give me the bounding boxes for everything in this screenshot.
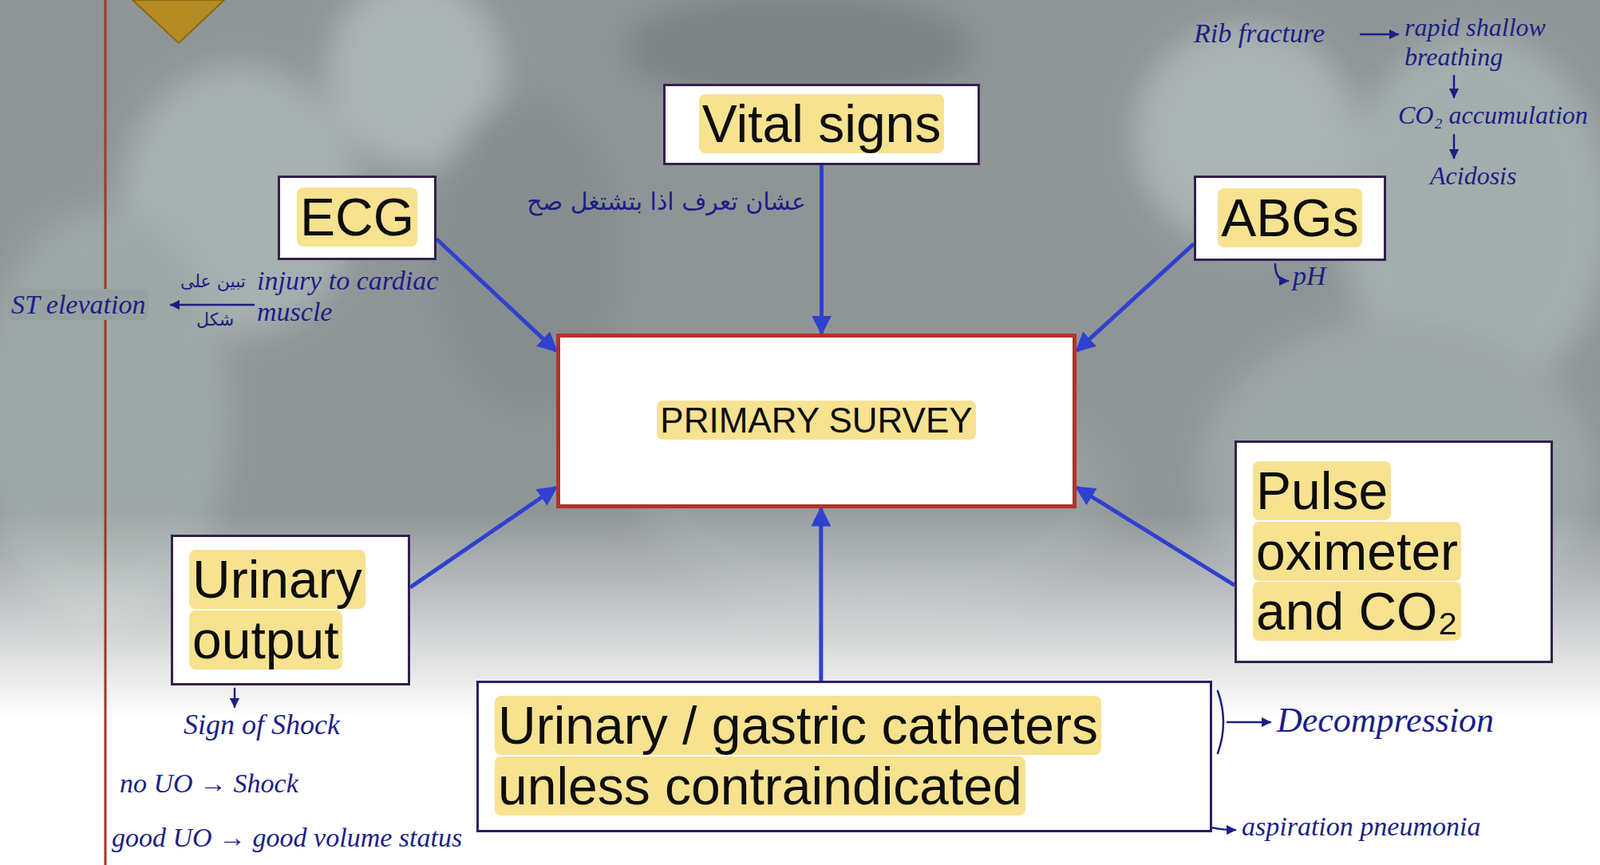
handwritten-note: Rib fracture: [1193, 17, 1325, 49]
text-line-box: Vital signs: [699, 94, 945, 155]
node-text: ECG: [296, 187, 418, 247]
connector-arrow: [819, 165, 824, 334]
handwritten-note: شكل: [196, 309, 234, 330]
connector-arrow: [410, 487, 557, 588]
process-box: ABGs: [1193, 175, 1387, 261]
note-bracket: [1217, 691, 1224, 754]
process-box: Vital signs: [663, 83, 980, 166]
note-arrow: [233, 688, 237, 708]
connector-arrow: [436, 239, 557, 352]
note-arrow: [1453, 134, 1456, 159]
gold-corner-mark: [132, 0, 225, 44]
main-box: PRIMARY SURVEY: [556, 333, 1077, 509]
node-text: Urinary / gastric catheters unless contr…: [494, 695, 1102, 816]
note-arrow: [1275, 264, 1288, 281]
node-text: PRIMARY SURVEY: [656, 400, 976, 440]
connector-arrow: [1076, 244, 1194, 352]
node-text: Pulse oximeter and CO₂: [1252, 461, 1462, 642]
note-arrow: [1360, 33, 1399, 36]
handwritten-note: عشان تعرف اذا بتشتغل صح: [526, 188, 806, 217]
process-box: Urinary / gastric catheters unless contr…: [476, 680, 1213, 833]
handwritten-note: Sign of Shock: [183, 708, 340, 742]
node-text: Vital signs: [699, 94, 945, 154]
process-box: ECG: [277, 175, 437, 261]
connector-arrow: [1076, 487, 1235, 586]
handwritten-note: ST elevation: [7, 288, 149, 320]
note-arrow: [1453, 75, 1456, 98]
node-text: ABGs: [1217, 188, 1362, 248]
handwritten-note: injury to cardiac muscle: [256, 264, 481, 328]
handwritten-note: aspiration pneumonia: [1241, 810, 1481, 842]
handwritten-note: rapid shallow breathing: [1404, 12, 1585, 72]
text-line-box: ECG: [296, 187, 418, 249]
handwritten-note: تبين على: [180, 271, 246, 292]
text-line-box: Urinary output: [189, 549, 392, 672]
margin-rule: [104, 0, 107, 865]
note-arrow: [170, 304, 254, 307]
connector-arrow: [818, 508, 823, 681]
handwritten-note: pH: [1292, 260, 1327, 292]
text-line-box: Pulse oximeter and CO₂: [1252, 461, 1517, 644]
handwritten-arrows: [170, 34, 1454, 830]
process-box: Pulse oximeter and CO₂: [1234, 440, 1553, 664]
handwritten-note: no UO → Shock: [119, 767, 299, 799]
handwritten-note: Acidosis: [1430, 161, 1517, 191]
text-line-box: PRIMARY SURVEY: [656, 400, 976, 442]
process-box: Urinary output: [170, 534, 411, 686]
handwritten-note: good UO → good volume status: [111, 821, 463, 854]
handwritten-note: CO₂ accumulation: [1398, 100, 1589, 131]
text-line-box: ABGs: [1217, 188, 1362, 249]
node-text: Urinary output: [189, 549, 366, 670]
note-arrow: [1227, 721, 1271, 724]
handwritten-note: Decompression: [1276, 700, 1494, 742]
text-line-box: Urinary / gastric catheters unless contr…: [494, 695, 1182, 818]
